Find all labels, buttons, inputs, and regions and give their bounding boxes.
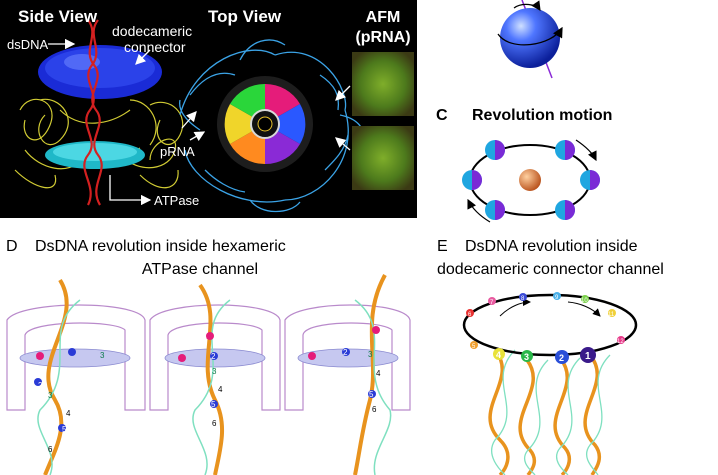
prna-arrow-1 (181, 111, 197, 129)
d3-number-2: 2 (343, 348, 348, 357)
panel-e-letter: E (437, 238, 448, 255)
panel-d-title-line1: DsDNA revolution inside hexameric (35, 238, 286, 255)
connector-label-line1: dodecameric (112, 23, 192, 39)
d3-number-6: 6 (372, 405, 377, 414)
panel-a: Side View Top View AFM (pRNA) dsDNA dode… (0, 0, 417, 218)
d1-number-3: 3 (100, 351, 105, 360)
prna-label: pRNA (160, 144, 195, 159)
panel-e-title-line2: dodecameric connector channel (437, 261, 664, 278)
d1-number-5: 5 (62, 425, 67, 434)
afm-prna-label: (pRNA) (355, 29, 410, 46)
ring-number-1: 1 (585, 351, 591, 362)
ring-number-7: 7 (490, 300, 494, 306)
afm-arrow-2 (335, 137, 351, 151)
top-view-structure (179, 39, 364, 213)
prna-arrow-2 (189, 131, 206, 142)
atpase-label: ATPase (154, 193, 199, 208)
atpase-channel-1 (6, 278, 146, 475)
ring-number-9: 9 (555, 295, 559, 301)
afm-label: AFM (366, 9, 401, 26)
dsdna-label: dsDNA (7, 37, 49, 52)
side-view-label: Side View (18, 7, 98, 26)
panel-c: C Revolution motion (436, 107, 612, 223)
panel-e-title-line1: DsDNA revolution inside (465, 238, 638, 255)
panel-c-title: Revolution motion (472, 107, 612, 124)
ring-number-5: 5 (472, 344, 476, 350)
d3-number-4: 4 (376, 369, 381, 378)
atpase-arrow (109, 175, 152, 206)
connector-label-line2: connector (124, 39, 186, 55)
ring-number-4: 4 (496, 350, 501, 360)
panel-d: D DsDNA revolution inside hexameric ATPa… (6, 238, 411, 475)
ring-number-3: 3 (524, 352, 529, 362)
atpase-channel-3 (284, 274, 411, 475)
d3-number-1b: 1 (373, 326, 378, 335)
d1-number-2: 2 (38, 381, 43, 390)
d3-number-3: 3 (368, 350, 373, 359)
panel-e: E DsDNA revolution inside dodecameric co… (437, 238, 664, 475)
d2-number-3: 3 (212, 367, 217, 376)
ring-number-6: 6 (468, 312, 472, 318)
top-view-label: Top View (208, 7, 282, 26)
afm-image-bottom (352, 126, 414, 190)
afm-image-top (352, 52, 414, 116)
panel-a-background (0, 0, 417, 218)
panel-d-letter: D (6, 238, 18, 255)
d3-number-1: 1 (309, 352, 314, 361)
ring-number-12: 12 (617, 339, 624, 345)
ring-number-2: 2 (559, 353, 564, 363)
connector-dna-helices (488, 348, 611, 475)
d2-number-4: 4 (218, 385, 223, 394)
panel-d-title-line2: ATPase channel (142, 261, 258, 278)
ring-number-markers (466, 292, 625, 364)
connector-ring (462, 293, 638, 357)
central-core (519, 169, 541, 191)
atpase-channel-2 (149, 283, 281, 475)
afm-arrow-1 (335, 85, 351, 101)
d2-number-1b: 1 (206, 332, 211, 341)
panel-c-letter: C (436, 107, 448, 124)
rotating-sphere (500, 8, 560, 68)
revolving-spheres (462, 140, 600, 220)
d2-number-2: 2 (211, 352, 216, 361)
panel-b-rotation-sphere (497, 0, 563, 79)
side-view-structure (14, 19, 184, 206)
connector-arrow (135, 49, 151, 65)
d1-number-4: 4 (66, 409, 71, 418)
ring-number-8: 8 (521, 296, 525, 302)
ring-number-10: 10 (581, 298, 588, 304)
d1-number-6: 6 (48, 445, 53, 454)
d2-number-5: 5 (211, 400, 216, 409)
d1-number-3b: 3 (48, 391, 53, 400)
ring-number-11: 11 (608, 312, 615, 318)
d3-number-5: 5 (369, 390, 374, 399)
d2-number-6: 6 (212, 419, 217, 428)
d2-number-1: 1 (178, 354, 183, 363)
d1-number-1: 1 (36, 352, 41, 361)
